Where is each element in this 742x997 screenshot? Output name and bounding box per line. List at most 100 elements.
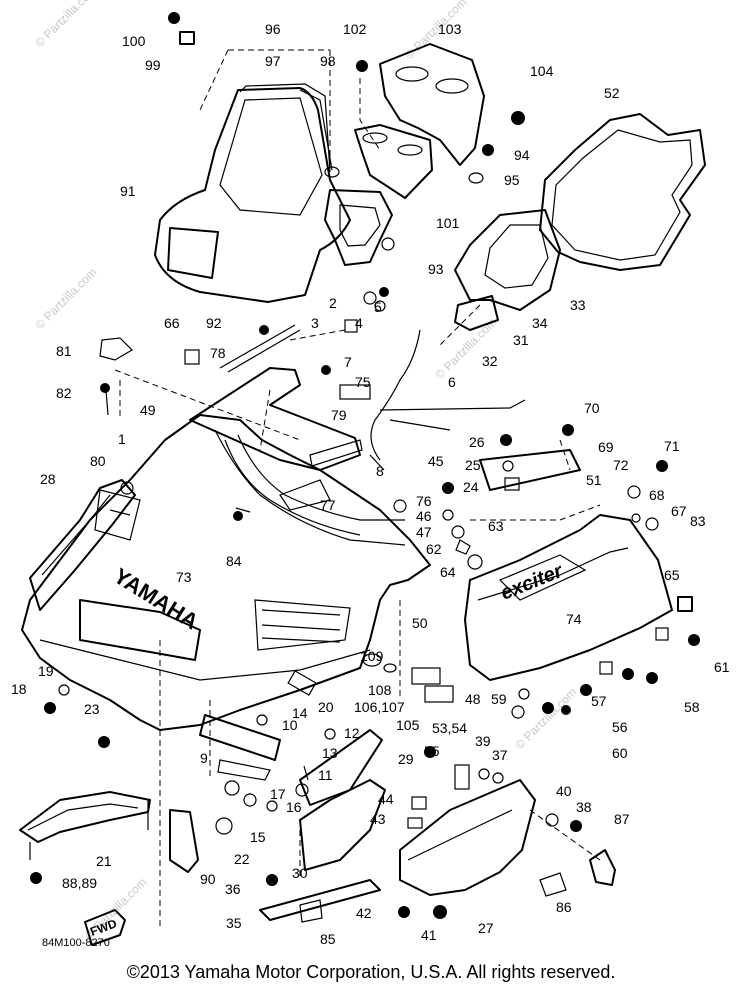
- bottom-strip: [259, 872, 567, 923]
- callout: 92: [206, 315, 222, 331]
- callout: 106,107: [354, 699, 405, 715]
- lower-cover: [299, 729, 616, 896]
- callout: 108: [368, 682, 392, 698]
- callout: 22: [234, 851, 250, 867]
- callout: 43: [370, 811, 386, 827]
- support-bracket: [169, 714, 281, 873]
- callout: 57: [591, 693, 607, 709]
- windshield-bracket: [324, 189, 395, 266]
- callout: 83: [690, 513, 706, 529]
- callout: 86: [556, 899, 572, 915]
- callout: 79: [331, 407, 347, 423]
- callout: 16: [286, 799, 302, 815]
- callout: 5: [374, 299, 382, 315]
- callout: 82: [56, 385, 72, 401]
- callout: 49: [140, 402, 156, 418]
- callout: 37: [492, 747, 508, 763]
- callout: 75: [355, 374, 371, 390]
- callout: 8: [376, 463, 384, 479]
- callout: 52: [604, 85, 620, 101]
- callouts: 100 99 96 97 98 102 103 104 52 94 95 91 …: [11, 21, 730, 949]
- callout: 7: [344, 354, 352, 370]
- callout: 11: [318, 767, 333, 783]
- callout: 3: [311, 315, 319, 331]
- watermark: © Partzilla.com: [512, 685, 579, 752]
- callout: 74: [566, 611, 582, 627]
- callout: 96: [265, 21, 281, 37]
- callout: 50: [412, 615, 428, 631]
- callout: 73: [176, 569, 192, 585]
- side-panel: [539, 113, 706, 271]
- watermarks: © Partzilla.com © Partzilla.com © Partzi…: [32, 0, 579, 942]
- callout: 78: [210, 345, 226, 361]
- belly-pan: [19, 791, 151, 860]
- callout: 61: [714, 659, 730, 675]
- callout: 53,54: [432, 720, 467, 736]
- catalog-number: 84M100-8270: [42, 937, 110, 949]
- callout: 104: [530, 63, 554, 79]
- callout: 34: [532, 315, 548, 331]
- callout: 69: [598, 439, 614, 455]
- callout: 90: [200, 871, 216, 887]
- callout: 44: [378, 791, 394, 807]
- side-bracket: [454, 209, 561, 331]
- callout: 13: [322, 745, 338, 761]
- callout: 95: [504, 172, 520, 188]
- callout: 64: [440, 564, 456, 580]
- callout: 18: [11, 681, 27, 697]
- callout: 56: [612, 719, 628, 735]
- leader-lines: [114, 49, 601, 930]
- callout: 87: [614, 811, 630, 827]
- callout: 46: [416, 508, 432, 524]
- windshield: [154, 83, 351, 303]
- callout: 32: [482, 353, 498, 369]
- callout: 59: [491, 691, 507, 707]
- callout: 98: [320, 53, 336, 69]
- callout: 40: [556, 783, 572, 799]
- callout: 45: [428, 453, 444, 469]
- callout: 103: [438, 21, 462, 37]
- callout: 47: [416, 524, 432, 540]
- callout: 15: [250, 829, 266, 845]
- watermark: © Partzilla.com: [432, 315, 499, 382]
- callout: 109: [360, 648, 384, 664]
- callout: 70: [584, 400, 600, 416]
- callout: 38: [576, 799, 592, 815]
- callout: 21: [96, 853, 112, 869]
- callout: 39: [475, 733, 491, 749]
- callout: 1: [118, 431, 126, 447]
- callout: 71: [664, 438, 680, 454]
- callout: 80: [90, 453, 106, 469]
- callout: 101: [436, 215, 460, 231]
- callout: 93: [428, 261, 444, 277]
- callout: 2: [329, 295, 337, 311]
- meter-bracket: [354, 43, 485, 199]
- callout: 63: [488, 518, 504, 534]
- callout: 31: [513, 332, 529, 348]
- callout: 28: [40, 471, 56, 487]
- callout: 20: [318, 699, 334, 715]
- callout: 12: [344, 725, 360, 741]
- callout: 60: [612, 745, 628, 761]
- side-trim: [29, 479, 136, 611]
- callout: 42: [356, 905, 372, 921]
- callout: 67: [671, 503, 687, 519]
- callout: 10: [282, 717, 298, 733]
- callout: 84: [226, 553, 242, 569]
- callout: 105: [396, 717, 420, 733]
- callout: 102: [343, 21, 367, 37]
- callout: 55: [424, 743, 440, 759]
- callout: 17: [270, 786, 286, 802]
- callout: 68: [649, 487, 665, 503]
- callout: 62: [426, 541, 442, 557]
- callout: 41: [421, 927, 437, 943]
- callout: 97: [265, 53, 281, 69]
- callout: 6: [448, 374, 456, 390]
- callout: 36: [225, 881, 241, 897]
- callout: 30: [292, 865, 308, 881]
- callout: 85: [320, 931, 336, 947]
- watermark: © Partzilla.com: [32, 265, 99, 332]
- copyright-notice: ©2013 Yamaha Motor Corporation, U.S.A. A…: [126, 962, 616, 982]
- callout: 27: [478, 920, 494, 936]
- callout: 23: [84, 701, 100, 717]
